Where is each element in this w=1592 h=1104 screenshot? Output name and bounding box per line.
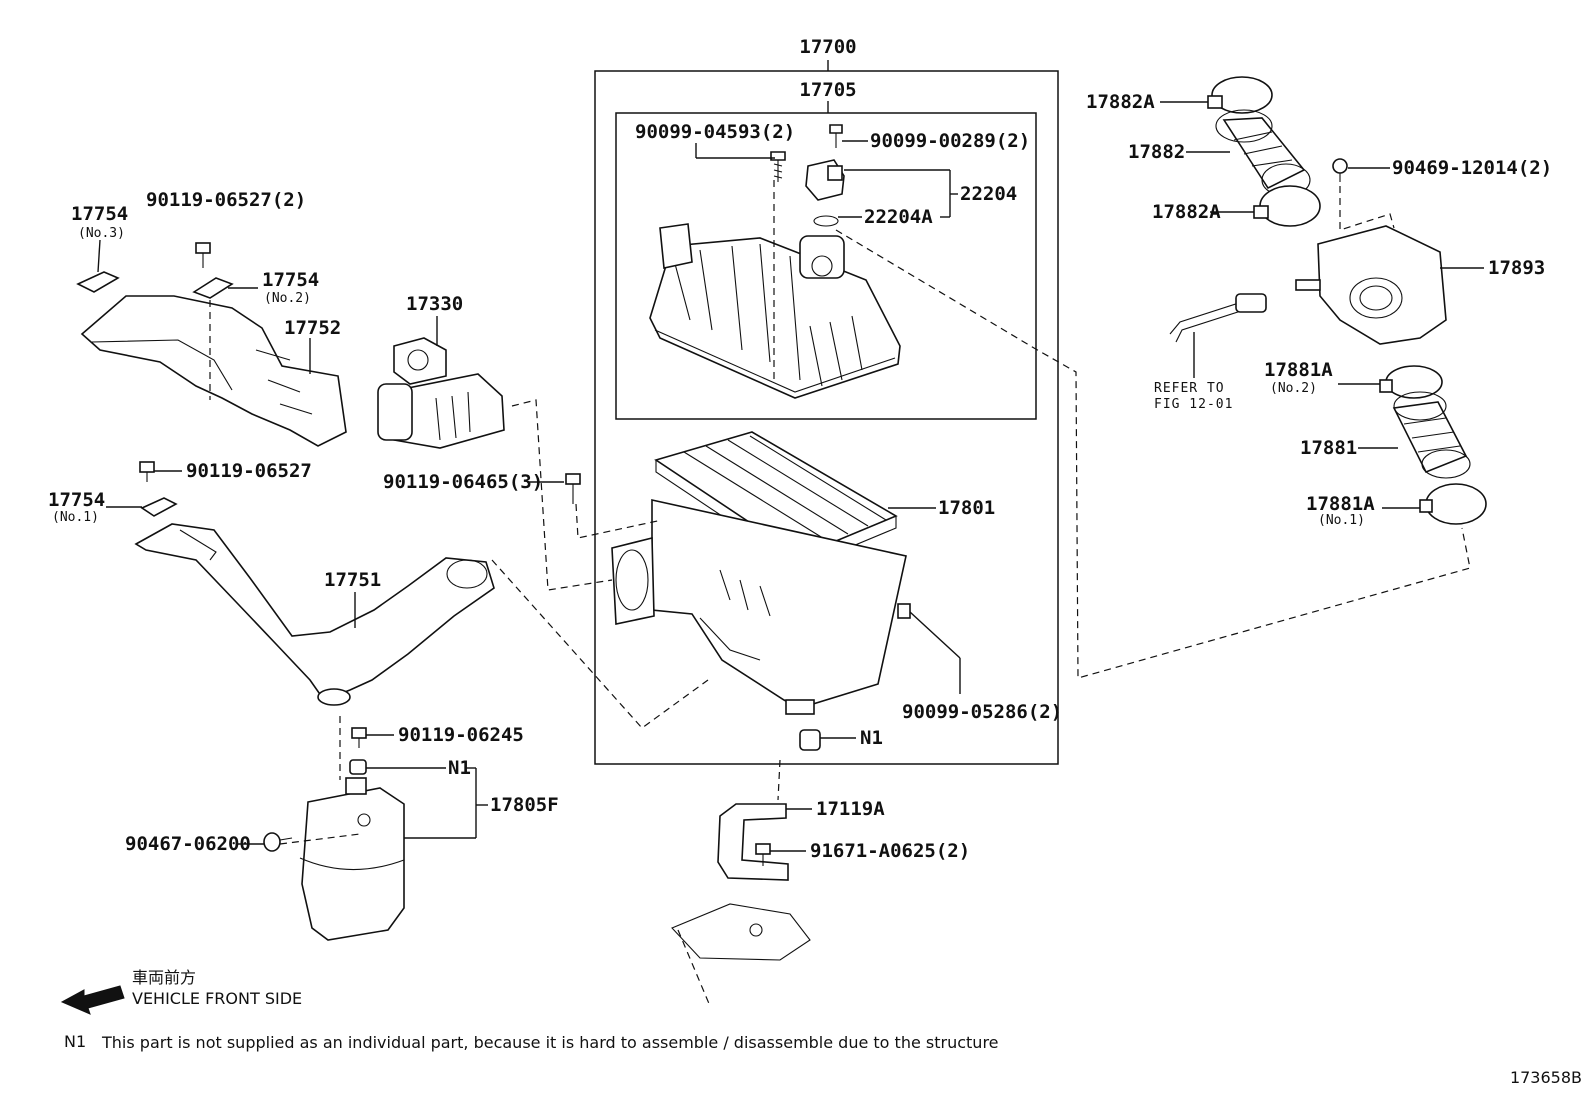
label-90099-00289[interactable]: 90099-00289(2) (870, 130, 1030, 152)
label-17752[interactable]: 17752 (284, 317, 341, 339)
vehicle-front-legend: 車両前方 VEHICLE FRONT SIDE (60, 968, 302, 1015)
label-17881[interactable]: 17881 (1300, 437, 1357, 459)
bolt-90119-06527-2-icon (195, 242, 211, 268)
clip-90467-06200-icon (263, 832, 293, 852)
label-17751[interactable]: 17751 (324, 569, 381, 591)
clamp-17881A-no2-icon (1379, 379, 1393, 393)
figure-code: 173658B (1510, 1068, 1582, 1087)
inlet-duct-17752-drawing (80, 295, 347, 447)
label-17754-no1-sub: (No.1) (52, 510, 99, 525)
label-17881A-no1[interactable]: 17881A (1306, 493, 1375, 515)
alignment-dashed-lines (209, 180, 1471, 1007)
note-text: This part is not supplied as an individu… (101, 1033, 999, 1052)
clip-90469-12014-icon (1332, 158, 1348, 182)
bracket-17754-no3-icon (76, 271, 120, 293)
label-91671-A0625[interactable]: 91671-A0625(2) (810, 840, 970, 862)
label-17881A-no2-sub: (No.2) (1270, 381, 1317, 396)
label-N1-box[interactable]: N1 (860, 727, 883, 749)
label-17882[interactable]: 17882 (1128, 141, 1185, 163)
label-17801[interactable]: 17801 (938, 497, 995, 519)
vehicle-front-jp: 車両前方 (132, 968, 196, 987)
clamp-17882A-top-icon (1207, 95, 1223, 109)
label-90119-06527[interactable]: 90119-06527 (186, 460, 312, 482)
label-90119-06465[interactable]: 90119-06465(3) (383, 471, 543, 493)
label-17754-no1[interactable]: 17754 (48, 489, 105, 511)
label-17705[interactable]: 17705 (799, 79, 856, 101)
bolt-90119-06527-icon (139, 461, 155, 482)
label-17119A[interactable]: 17119A (816, 798, 885, 820)
bracket-17119A-drawing (671, 803, 811, 961)
label-17754-no2-sub: (No.2) (264, 291, 311, 306)
screw-90099-00289-icon (829, 124, 843, 148)
label-90099-04593[interactable]: 90099-04593(2) (635, 121, 795, 143)
screw-90099-04593-icon (770, 151, 786, 182)
label-17805F[interactable]: 17805F (490, 794, 559, 816)
air-cleaner-cap-drawing (649, 223, 901, 399)
grommet-n1-box-icon (799, 729, 821, 751)
bolt-90119-06465-icon (565, 473, 581, 504)
label-17754-no2[interactable]: 17754 (262, 269, 319, 291)
refer-hose-drawing (1169, 293, 1267, 343)
bolt-91671-A0625-icon (755, 843, 771, 866)
label-90099-05286[interactable]: 90099-05286(2) (902, 701, 1062, 723)
grommet-n1-tank-icon (349, 759, 367, 775)
front-arrow-icon (60, 985, 125, 1015)
throttle-body-17330-drawing (377, 337, 505, 449)
label-refer-line1: REFER TO (1154, 381, 1225, 396)
label-N1-tank[interactable]: N1 (448, 757, 471, 779)
hose-17881-drawing (1385, 365, 1487, 525)
label-17881A-no2[interactable]: 17881A (1264, 359, 1333, 381)
clamp-17881A-no1-icon (1419, 499, 1433, 513)
note-key: N1 (64, 1032, 86, 1051)
label-17882A-top[interactable]: 17882A (1086, 91, 1155, 113)
label-17881A-no1-sub: (No.1) (1318, 513, 1365, 528)
clamp-17882A-bottom-icon (1253, 205, 1269, 219)
label-17700[interactable]: 17700 (799, 36, 856, 58)
resonator-17805F-drawing (299, 777, 405, 941)
vehicle-front-en: VEHICLE FRONT SIDE (132, 989, 302, 1008)
label-17893[interactable]: 17893 (1488, 257, 1545, 279)
label-90467-06200[interactable]: 90467-06200 (125, 833, 251, 855)
intake-duct-17751-drawing (134, 523, 495, 706)
hose-17882-drawing (1211, 76, 1321, 227)
label-90469-12014[interactable]: 90469-12014(2) (1392, 157, 1552, 179)
air-cleaner-case-drawing (611, 499, 911, 715)
label-17754-no3-sub: (No.3) (78, 226, 125, 241)
chamber-17893-drawing (1295, 225, 1447, 345)
assembly-17705-frame (615, 112, 1037, 420)
label-22204[interactable]: 22204 (960, 183, 1017, 205)
bracket-17754-no2-icon (192, 277, 234, 299)
label-refer-line2[interactable]: FIG 12-01 (1154, 397, 1233, 412)
label-90119-06245[interactable]: 90119-06245 (398, 724, 524, 746)
label-17754-no3[interactable]: 17754 (71, 203, 128, 225)
label-17882A-bottom[interactable]: 17882A (1152, 201, 1221, 223)
label-90119-06527-2[interactable]: 90119-06527(2) (146, 189, 306, 211)
bolt-90119-06245-icon (351, 727, 367, 748)
sensor-22204-drawing (805, 159, 845, 227)
label-22204A[interactable]: 22204A (864, 206, 933, 228)
bracket-17754-no1-icon (140, 497, 178, 517)
label-17330[interactable]: 17330 (406, 293, 463, 315)
assembly-17700-frame (594, 70, 1059, 765)
